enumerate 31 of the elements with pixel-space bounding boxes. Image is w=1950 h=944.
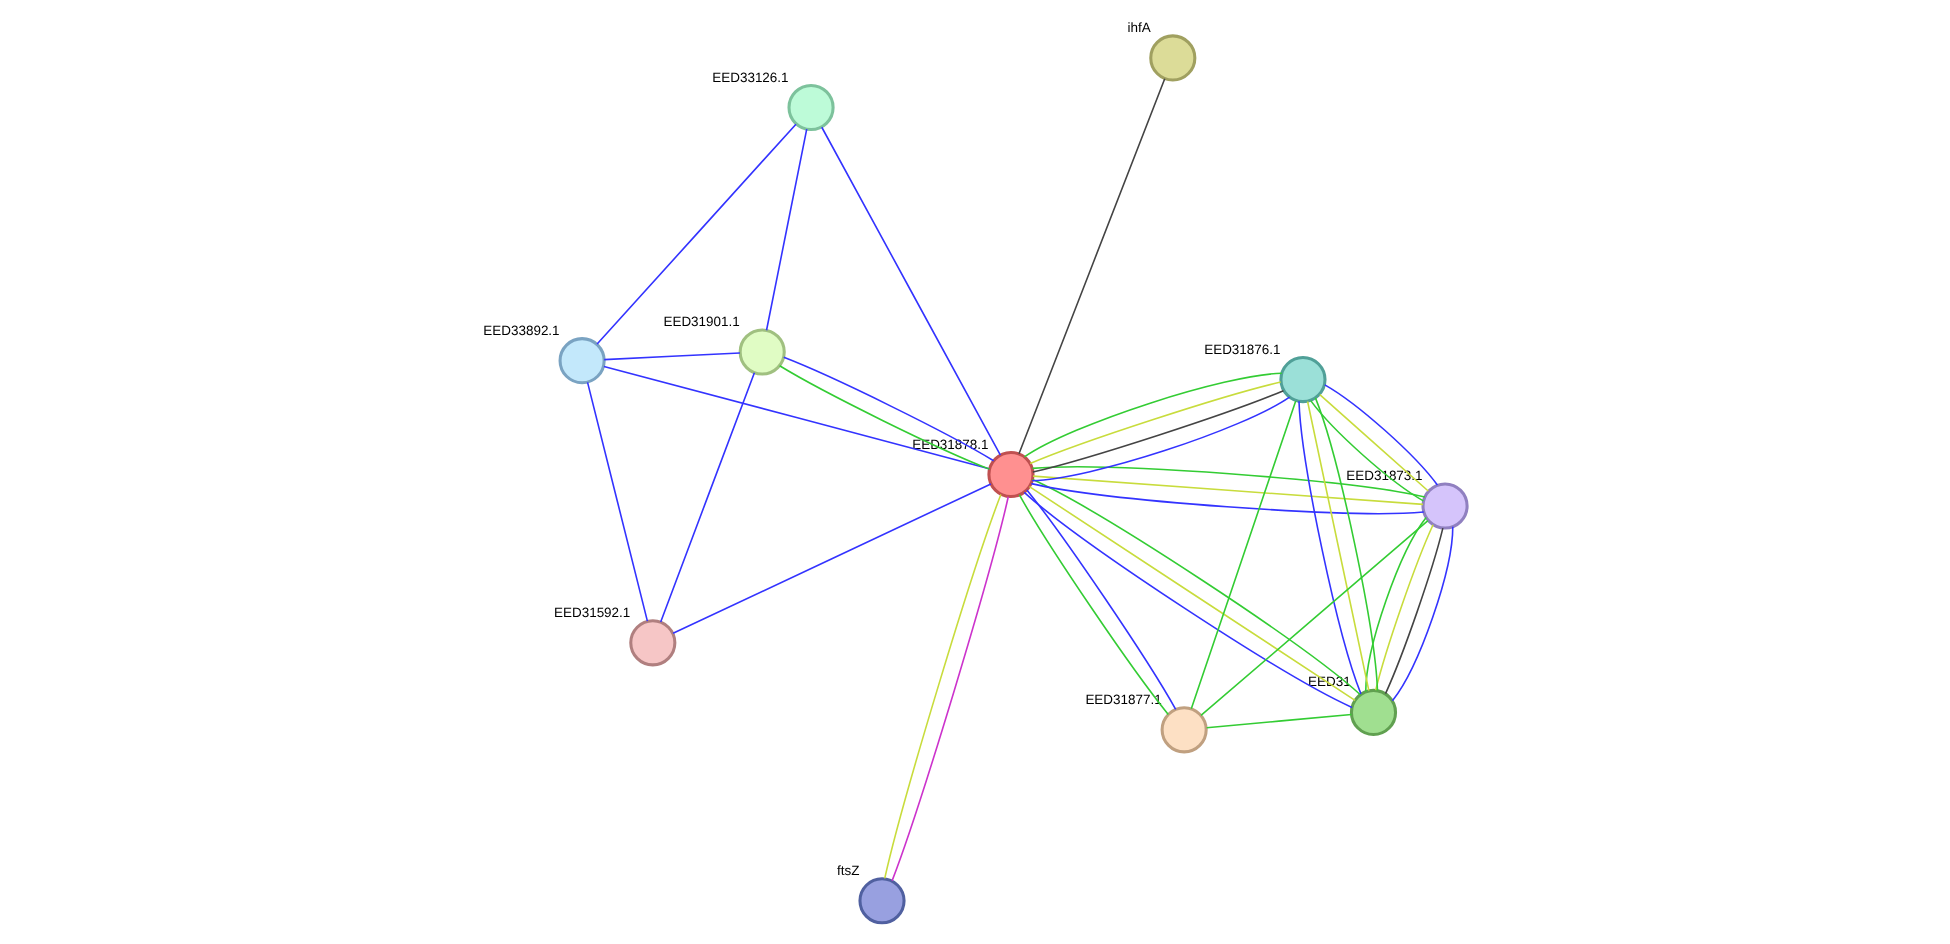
connector	[1018, 77, 1166, 455]
connector	[1384, 527, 1444, 695]
connector	[596, 123, 797, 345]
connector	[586, 381, 649, 622]
connector	[1200, 519, 1429, 717]
connector	[1030, 482, 1425, 515]
node-circle	[1149, 34, 1197, 82]
node-circle	[738, 328, 786, 376]
node-circle	[1160, 706, 1208, 754]
node-circle	[787, 83, 835, 132]
connector	[765, 128, 808, 332]
node-circle	[558, 337, 606, 385]
connector	[603, 365, 990, 470]
node-circle	[987, 450, 1035, 499]
node-circle	[1349, 688, 1398, 736]
node-circle	[1279, 356, 1327, 404]
connector	[659, 371, 756, 623]
connector	[1374, 524, 1434, 691]
connector	[1391, 525, 1454, 702]
connector	[1031, 466, 1426, 498]
connector	[603, 352, 741, 361]
node-circle	[1421, 482, 1469, 530]
connector	[1190, 400, 1297, 710]
connector	[1205, 713, 1353, 729]
connector	[1364, 516, 1427, 693]
connector	[1314, 397, 1379, 692]
connector	[821, 126, 1002, 456]
connector	[1032, 475, 1424, 506]
node-circle	[858, 877, 906, 925]
connector	[672, 483, 992, 635]
node-circle	[629, 619, 677, 667]
